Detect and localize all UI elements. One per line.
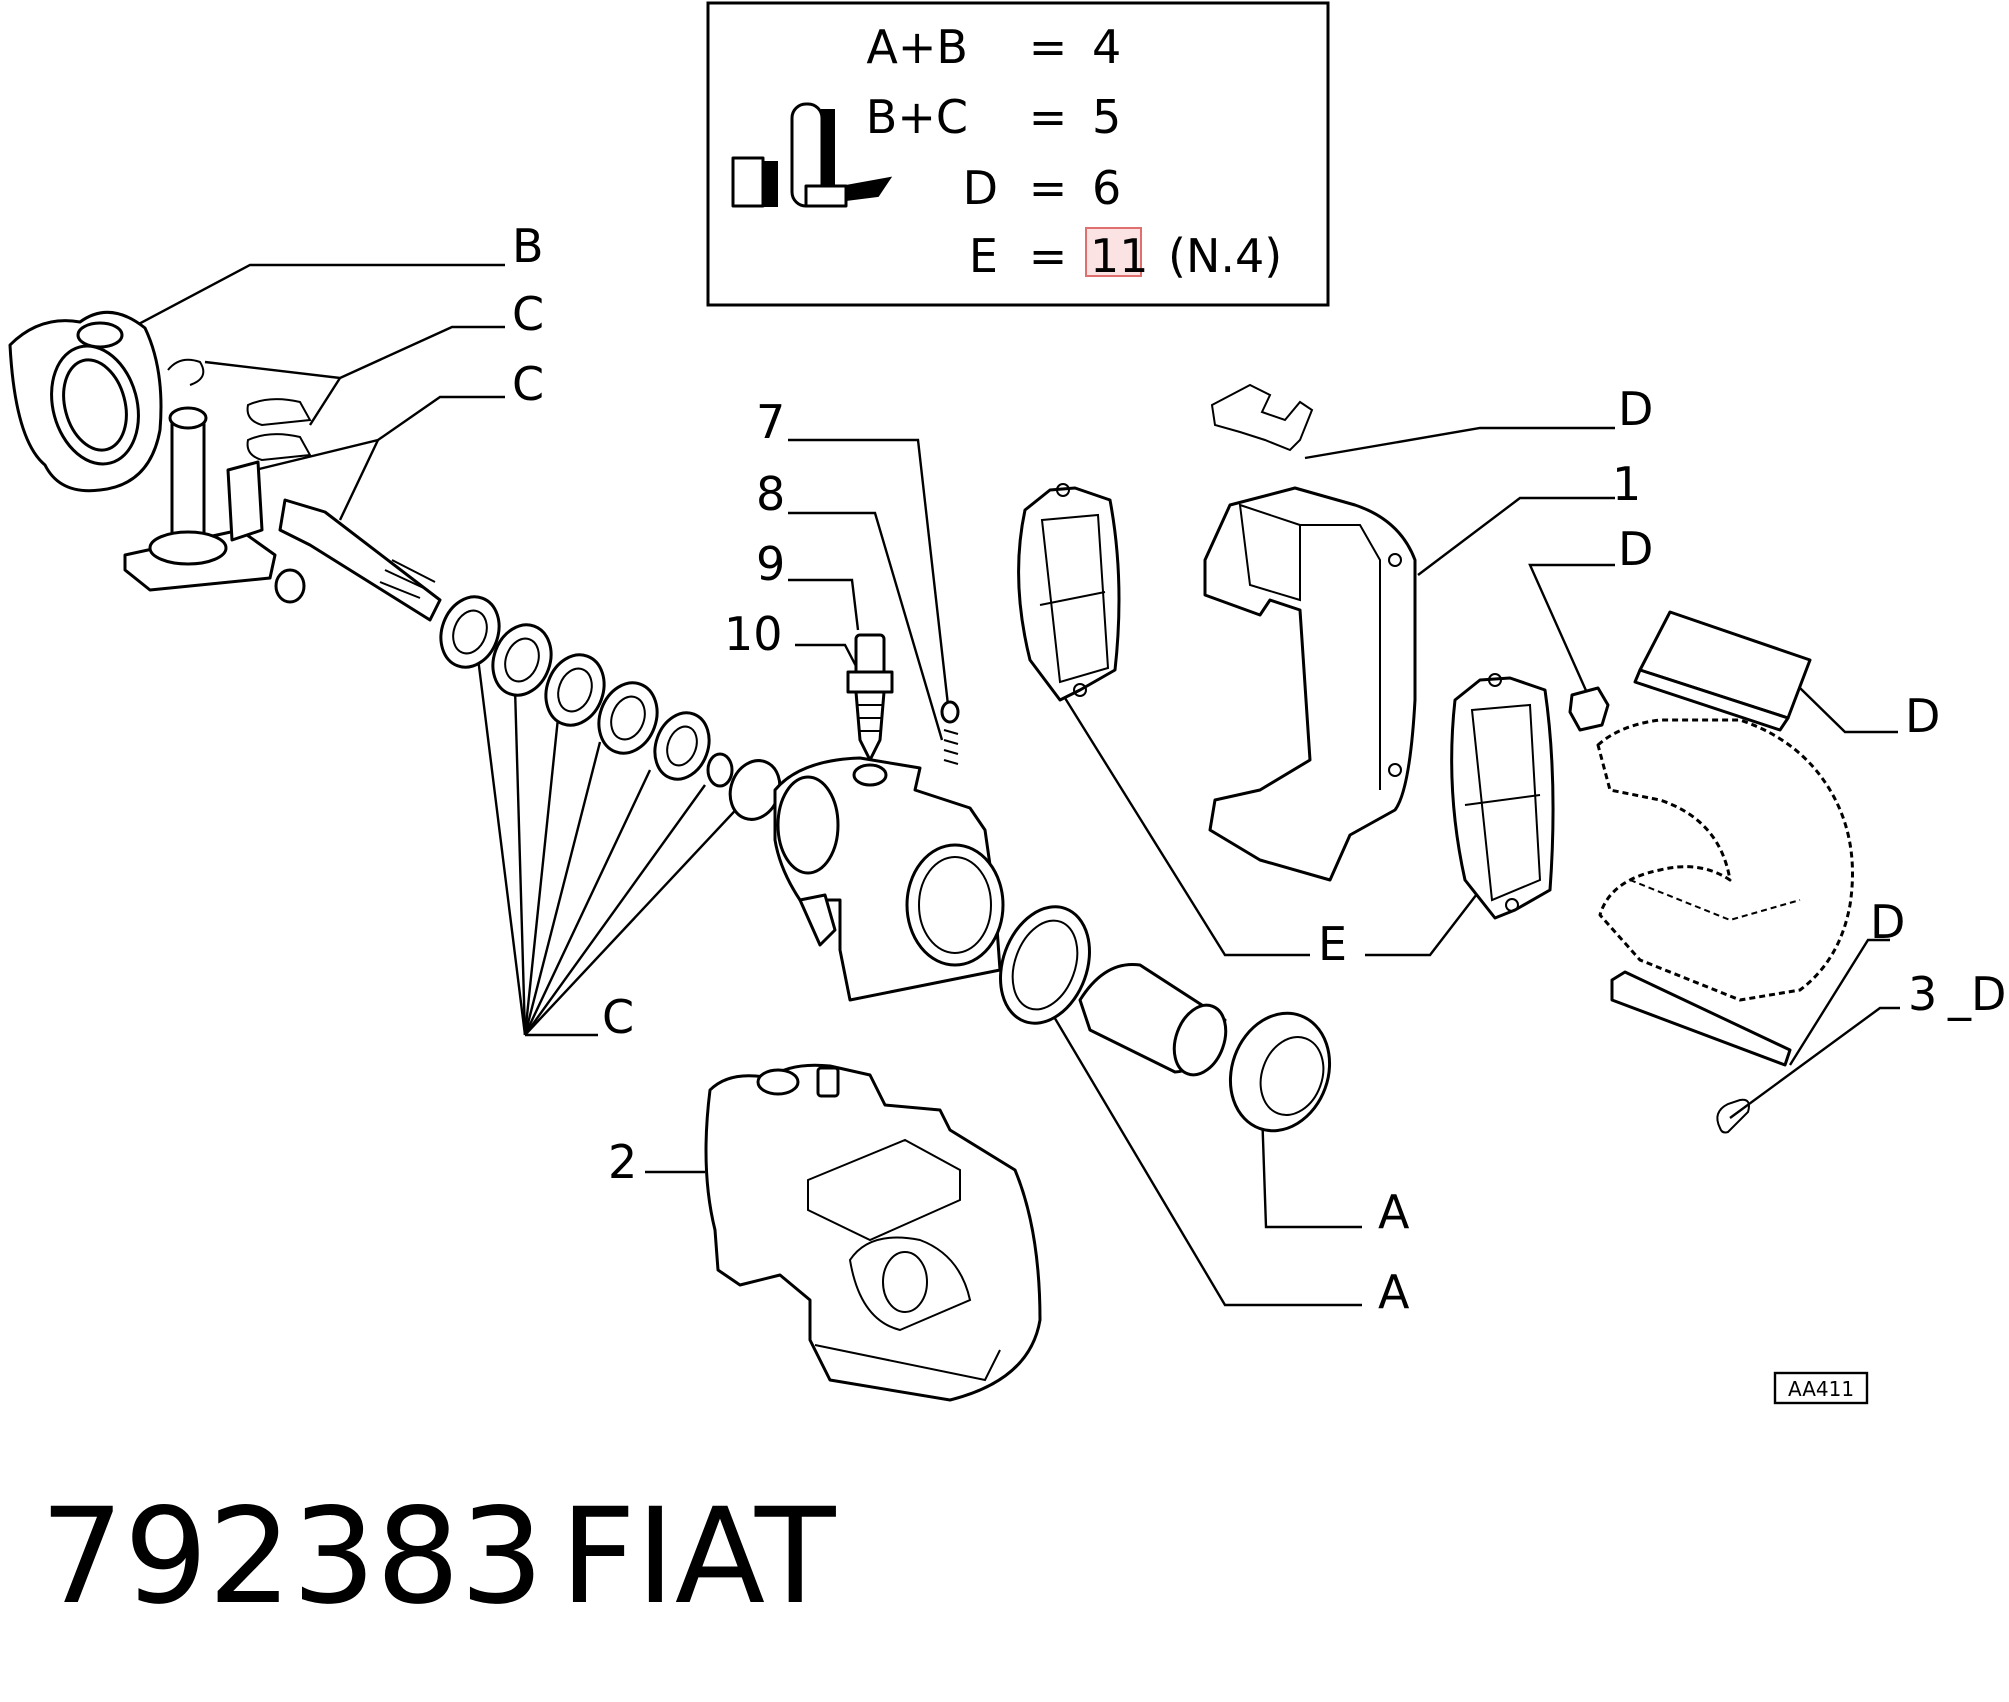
caliper-body [773,756,1005,1002]
support-plates [1610,610,1812,1067]
small-clips [1210,383,1610,732]
kit-row-e: E = 11 (N.4) [969,227,1282,283]
callout-8: 8 [756,467,785,521]
caliper-housing-right [1596,718,1854,1002]
kit-row-bc: B+C = 5 [866,90,1122,144]
bleed-screw-parts [846,633,960,765]
callout-a: A [1378,1185,1410,1239]
callout-b: B [512,219,544,273]
kit-combo: D [963,161,998,215]
kit-row-ab: A+B = 4 [866,20,1121,74]
callout-e: E [1318,917,1347,971]
part-number: 792383 [40,1480,544,1634]
kit-value: 4 [1092,20,1121,74]
callout-d: _D [1947,967,2006,1021]
upper-left-parts [8,310,442,622]
callout-d: D [1905,689,1940,743]
callout-9: 9 [756,537,785,591]
leader-lines [117,263,1900,1307]
footer: 792383 FIAT [40,1480,837,1634]
caliper-bracket [1203,486,1417,882]
callout-10: 10 [724,607,783,661]
reference-code: AA411 [1773,1371,1869,1405]
brake-pad-right [1450,673,1555,920]
highlight-box [1085,227,1142,277]
kit-eq: = [1029,161,1068,215]
kit-value: 6 [1092,161,1121,215]
assembled-caliper [704,1063,1042,1402]
callout-c: C [512,357,544,411]
reference-code-text: AA411 [1788,1377,1854,1401]
kit-combo: A+B [866,20,968,74]
callout-d: D [1618,522,1653,576]
cotter-pin [1716,1098,1750,1134]
callout-d: D [1870,895,1905,949]
callout-c: C [602,990,634,1044]
kit-table: A+B = 4 B+C = 5 D = 6 E = 11 (N.4) [706,1,1330,307]
callout-d: D [1618,382,1653,436]
callout-labels: B C C C 7 8 9 10 D 1 D D D 3 _D E 2 A A [512,219,2006,1319]
kit-eq: = [1029,229,1068,283]
brake-pad-left [1017,483,1121,702]
kit-box-icon [731,102,893,208]
brand-name: FIAT [560,1480,837,1634]
callout-c: C [512,287,544,341]
seal-rings [439,595,782,821]
kit-eq: = [1029,20,1068,74]
piston-and-seals [999,905,1332,1133]
kit-value-highlighted: 11 [1090,229,1149,283]
callout-1: 1 [1612,457,1641,511]
callout-2: 2 [608,1135,637,1189]
kit-note: (N.4) [1168,229,1282,283]
callout-3: 3 [1908,967,1937,1021]
kit-combo: B+C [866,90,968,144]
callout-7: 7 [756,395,785,449]
kit-row-d: D = 6 [963,161,1122,215]
kit-eq: = [1029,90,1068,144]
kit-value: 5 [1092,90,1121,144]
callout-a: A [1378,1265,1410,1319]
kit-combo: E [969,229,998,283]
